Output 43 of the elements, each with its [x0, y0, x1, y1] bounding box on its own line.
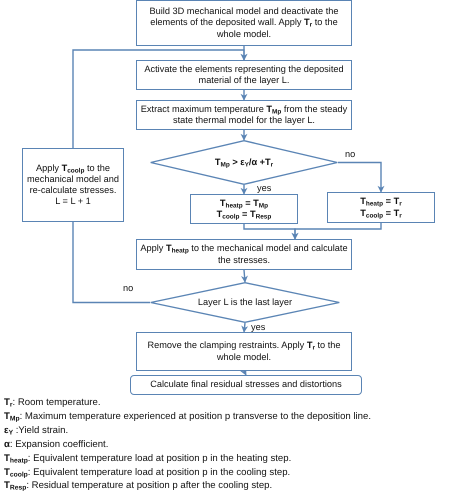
decision-diamond — [150, 282, 340, 323]
definition-note: ε$_{Y}$ :Yield strain. — [4, 426, 68, 436]
process-box — [136, 60, 352, 90]
flow-arrow — [292, 223, 382, 240]
node-text: T$_{Mp}$ > ε$_{Y}$/α +T$_{r}$ — [214, 156, 274, 168]
edge-label: no — [122, 283, 134, 294]
flow-arrow — [72, 49, 248, 148]
edge-label: yes — [250, 322, 266, 332]
node-text: Activate the elements representing the deposited material of the layer L. — [143, 64, 345, 86]
definition-note: α: Expansion coefficient. — [4, 440, 108, 450]
decision-diamond — [150, 140, 338, 185]
node-text: L = L + 1 — [54, 196, 92, 208]
edge-label: yes — [256, 183, 272, 194]
node-text: T$_{heatp}$ = T$_{Mp}$ — [218, 198, 270, 209]
definition-note: T$_{r}$: Room temperature. — [4, 398, 100, 409]
process-box — [327, 192, 435, 223]
flow-arrow — [338, 162, 384, 193]
process-box — [136, 0, 352, 46]
definition-note: T$_{heatp}$: Equivalent temperature load at position p in the heating step. — [4, 454, 292, 464]
node-text: Calculate final residual stresses and distortions — [149, 379, 343, 391]
edge-label: no — [344, 149, 356, 160]
flow-arrow — [241, 270, 248, 283]
node-text: Apply T$_{coolp}$ to the mechanical model and re-calculate stresses. — [26, 162, 120, 196]
node-text: Layer L is the last layer — [196, 296, 294, 308]
process-box — [136, 332, 352, 371]
connector-line — [72, 222, 150, 304]
process-box — [22, 148, 124, 222]
definition-note: T$_{Mp}$: Maximum temperature experienced at position p transverse to the deposition line. — [4, 412, 372, 422]
node-text: T$_{coolp}$ = T$_{Resp}$ — [216, 209, 272, 220]
node-text: T$_{coolp}$ = T$_{r}$ — [359, 208, 403, 219]
node-text: Build 3D mechanical model and deactivate the elements of the deposited wall. Apply T$_{r}$ to the whole model. — [148, 6, 340, 40]
definition-note: T$_{Resp}$: Residual temperature at position p after the cooling step. — [4, 481, 272, 492]
flow-arrow — [241, 322, 248, 333]
flow-arrow — [240, 90, 248, 101]
process-box — [130, 375, 362, 395]
flow-arrow — [240, 185, 248, 195]
node-text: Extract maximum temperature T$_{Mp}$ from the steady state thermal model for the layer L. — [140, 104, 348, 126]
node-text: Remove the clamping restraints. Apply T$_{r}$ to the whole model. — [146, 340, 342, 363]
node-text: T$_{heatp}$ = T$_{r}$ — [359, 196, 403, 208]
definition-note: T$_{coolp}$: Equivalent temperature load at position p in the cooling step. — [4, 468, 290, 478]
flow-arrow — [240, 130, 248, 141]
process-box — [190, 194, 298, 224]
node-text: Apply T$_{heatp}$ to the mechanical model and calculate the stresses. — [139, 243, 349, 266]
